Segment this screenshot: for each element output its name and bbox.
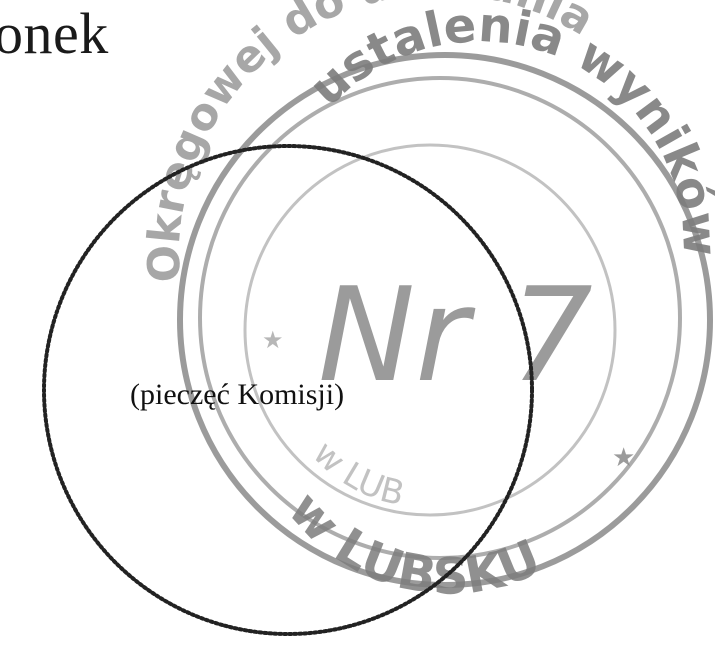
stamp-inner-ring bbox=[243, 143, 617, 517]
stamp-second-ring bbox=[198, 76, 682, 560]
seal-placeholder-circle bbox=[42, 144, 534, 636]
header-text-fragment: onek bbox=[0, 1, 109, 66]
stamp-star-right-icon: ★ bbox=[612, 443, 635, 472]
stamp-star-left-icon: ★ bbox=[262, 328, 284, 354]
stamp-outer-ring bbox=[177, 52, 713, 588]
seal-caption-label: (pieczęć Komisji) bbox=[130, 378, 345, 411]
stamp-center-number: Nr 7 bbox=[318, 259, 593, 411]
